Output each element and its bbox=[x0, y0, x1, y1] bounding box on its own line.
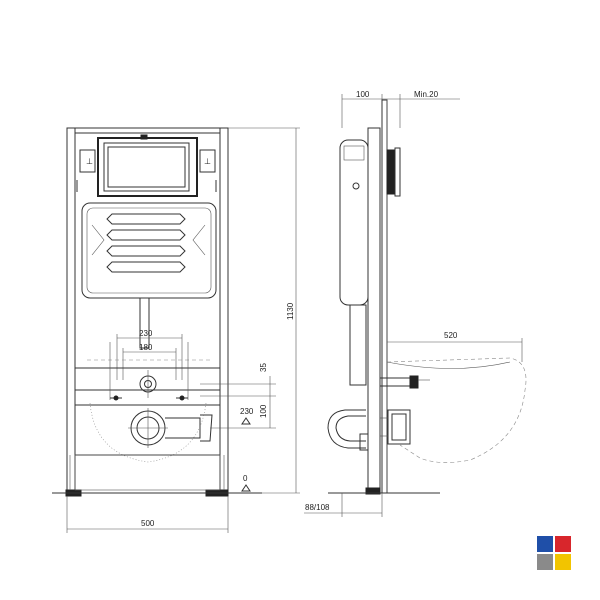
cistern-body bbox=[81, 202, 217, 299]
side-flush-plate bbox=[386, 149, 396, 195]
dim-floor-to-wall: 88/108 bbox=[305, 503, 330, 512]
side-view: 100 Min.20 520 bbox=[304, 90, 527, 517]
frame-left-post bbox=[66, 127, 76, 494]
dim-pipe-offset: 100 bbox=[259, 404, 268, 418]
flush-pipe bbox=[139, 297, 150, 349]
brand-logo-blue-square bbox=[537, 536, 553, 552]
brand-logo-red-square bbox=[555, 536, 571, 552]
svg-text:⊥: ⊥ bbox=[86, 157, 93, 166]
dim-side-min-gap: Min.20 bbox=[414, 90, 439, 99]
dim-outlet-outer: 230 bbox=[139, 329, 153, 338]
brand-logo-grey-square bbox=[537, 554, 553, 570]
dim-bowl-projection: 520 bbox=[444, 331, 458, 340]
side-waste-bend bbox=[327, 409, 366, 449]
front-view: ⊥ ⊥ 230 180 bbox=[52, 127, 300, 533]
dim-side-depth: 100 bbox=[356, 90, 370, 99]
wall-panel bbox=[381, 99, 388, 494]
dim-total-height: 1130 bbox=[286, 302, 295, 320]
brand-logo-yellow-square bbox=[555, 554, 571, 570]
side-frame-post bbox=[367, 127, 381, 494]
dim-front-width: 500 bbox=[141, 519, 155, 528]
svg-text:⊥: ⊥ bbox=[204, 157, 211, 166]
side-cistern bbox=[339, 139, 369, 306]
dim-rod-offset: 35 bbox=[259, 363, 268, 372]
dim-floor-level: 0 bbox=[243, 474, 248, 483]
cistern-ribs bbox=[91, 213, 206, 273]
bowl-outline-front bbox=[89, 402, 207, 463]
dim-pipe-height: 230 bbox=[240, 407, 254, 416]
dim-outlet-inner: 180 bbox=[139, 343, 153, 352]
frame-right-post bbox=[219, 127, 229, 494]
